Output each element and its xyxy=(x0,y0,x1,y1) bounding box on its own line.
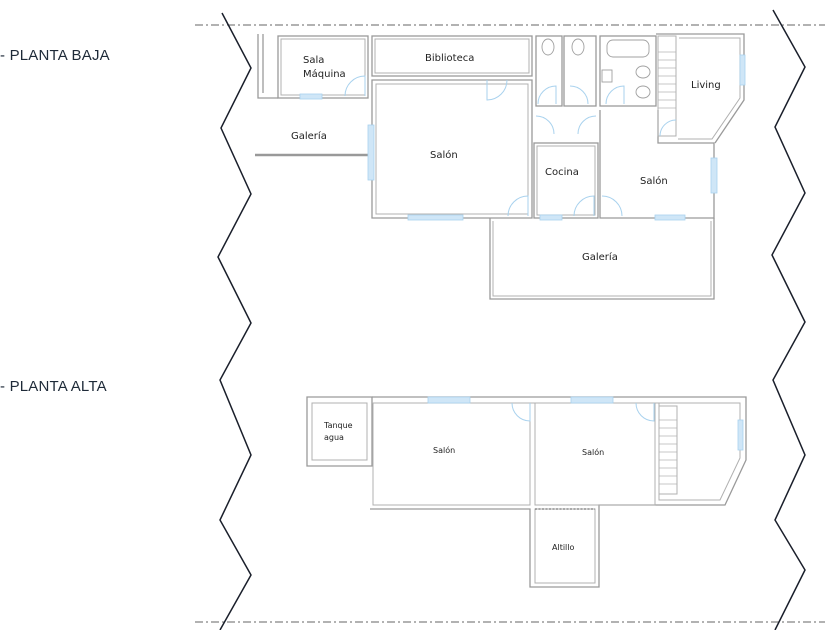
door xyxy=(577,115,597,135)
toilet-icon xyxy=(571,38,585,56)
door xyxy=(569,85,589,105)
room-label: Salón xyxy=(433,445,455,455)
room-label: Sala xyxy=(303,55,324,66)
toilet-icon xyxy=(541,38,555,56)
toilet-icon xyxy=(635,85,651,99)
room-galeria-south xyxy=(489,218,715,300)
door xyxy=(635,402,655,422)
sink-icon xyxy=(601,69,613,83)
window xyxy=(737,419,744,451)
room-label: Salón xyxy=(430,149,458,161)
door xyxy=(486,79,508,101)
room-label: Living xyxy=(691,80,721,91)
bidet-icon xyxy=(635,65,651,79)
door xyxy=(601,195,623,217)
level-label-planta-alta: - PLANTA ALTA xyxy=(0,378,107,395)
room-label: agua xyxy=(324,433,344,442)
room-cocina xyxy=(533,142,599,219)
room-salon-east xyxy=(599,110,715,219)
room-salon-main xyxy=(371,79,533,219)
window xyxy=(427,396,471,404)
door xyxy=(573,195,595,217)
room-tanque-agua xyxy=(306,396,373,467)
bathtub-icon xyxy=(606,39,650,58)
room-bathroom xyxy=(599,35,657,107)
window xyxy=(367,124,375,181)
room-label: Galería xyxy=(582,251,618,263)
door xyxy=(344,75,366,97)
door xyxy=(537,85,557,105)
room-biblioteca xyxy=(371,35,533,77)
room-sala-maquina xyxy=(277,35,369,99)
window xyxy=(570,396,614,404)
door xyxy=(511,402,531,422)
room-label: Biblioteca xyxy=(425,53,474,64)
door xyxy=(659,119,677,137)
break-line-right xyxy=(771,9,806,630)
stairs-icon xyxy=(658,405,678,495)
room-label: Salón xyxy=(640,175,668,187)
window xyxy=(299,93,323,100)
door xyxy=(535,115,555,135)
break-line-left xyxy=(217,12,252,630)
level-label-planta-baja: - PLANTA BAJA xyxy=(0,47,110,64)
stairs-icon xyxy=(657,35,677,137)
room-label: Altillo xyxy=(552,543,575,552)
planta-alta-plan: Tanque agua Salón Salón Altillo xyxy=(306,396,747,588)
room-label: Máquina xyxy=(303,68,346,80)
room-label: Salón xyxy=(582,447,604,457)
window xyxy=(407,214,464,221)
door xyxy=(507,195,529,217)
window xyxy=(710,157,718,194)
door xyxy=(605,85,625,105)
window xyxy=(539,214,563,221)
room-label: Cocina xyxy=(545,167,579,178)
room-label: Galería xyxy=(291,130,327,142)
window xyxy=(654,214,686,221)
window xyxy=(739,54,746,86)
planta-baja-plan: Sala Máquina Biblioteca Galería Salón Co… xyxy=(255,33,746,300)
room-label: Tanque xyxy=(323,421,353,430)
